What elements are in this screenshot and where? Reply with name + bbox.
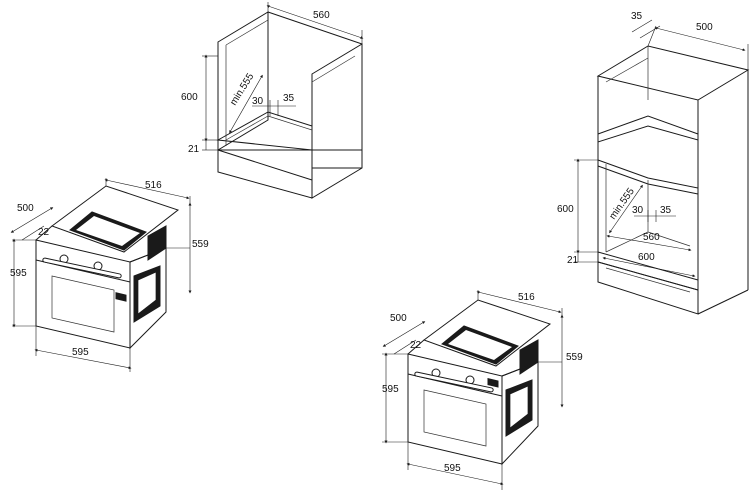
dim-600: 600 (181, 92, 198, 103)
oven-right-top (422, 299, 552, 367)
dim-30: 30 (252, 96, 264, 107)
oven-left: 516 500 22 559 595 595 (10, 178, 209, 372)
cabinet1-left-panel (217, 11, 269, 151)
dim-500-left: 500 (17, 203, 34, 214)
dim-559-right: 559 (566, 352, 583, 363)
dim-516-left: 516 (145, 180, 162, 191)
dim-30-tall: 30 (632, 205, 644, 216)
oven-left-display (115, 292, 127, 302)
dim-600-tall: 600 (557, 204, 574, 215)
oven-right-front (407, 353, 503, 465)
cabinet2-middle-shelf (597, 159, 699, 195)
oven-left-top (50, 185, 180, 253)
dim-560-tall: 560 (643, 232, 660, 243)
dim-595-right-h: 595 (382, 384, 399, 395)
cabinet1-plinth (217, 149, 313, 199)
oven-left-handle (42, 257, 122, 279)
dim-595-right-w: 595 (444, 463, 461, 474)
cabinet2-upper-shelf (597, 115, 699, 143)
dim-min555-tall: min.555 (607, 186, 637, 222)
dim-35-top: 35 (631, 11, 643, 22)
oven-right-display (487, 378, 499, 388)
oven-left-window (51, 275, 115, 333)
oven-right-side (501, 361, 539, 466)
dim-595-left-w: 595 (72, 347, 89, 358)
dim-22-left: 22 (38, 227, 50, 238)
oven-right-window (423, 389, 487, 447)
dim-21-tall: 21 (567, 255, 579, 266)
dim-560: 560 (313, 10, 330, 21)
dim-559-left: 559 (192, 239, 209, 250)
dim-22-right: 22 (410, 340, 422, 351)
cabinet2-top (596, 45, 750, 101)
dim-595-left-h: 595 (10, 268, 27, 279)
oven-left-side (129, 247, 167, 350)
dim-600-width: 600 (638, 252, 655, 263)
dim-35-tall: 35 (660, 205, 672, 216)
dim-35: 35 (283, 93, 295, 104)
dim-500-right: 500 (390, 313, 407, 324)
dim-516-right: 516 (518, 292, 535, 303)
oven-right: 516 500 22 559 595 595 (382, 290, 583, 490)
dim-500: 500 (696, 22, 713, 33)
under-counter-cabinet: 560 600 21 min.555 30 35 (181, 2, 364, 199)
dim-21: 21 (188, 144, 200, 155)
oven-right-handle (414, 371, 494, 393)
cabinet2-plinth (597, 261, 699, 315)
tall-cabinet: 500 35 600 21 min.555 30 35 560 600 (557, 11, 750, 315)
